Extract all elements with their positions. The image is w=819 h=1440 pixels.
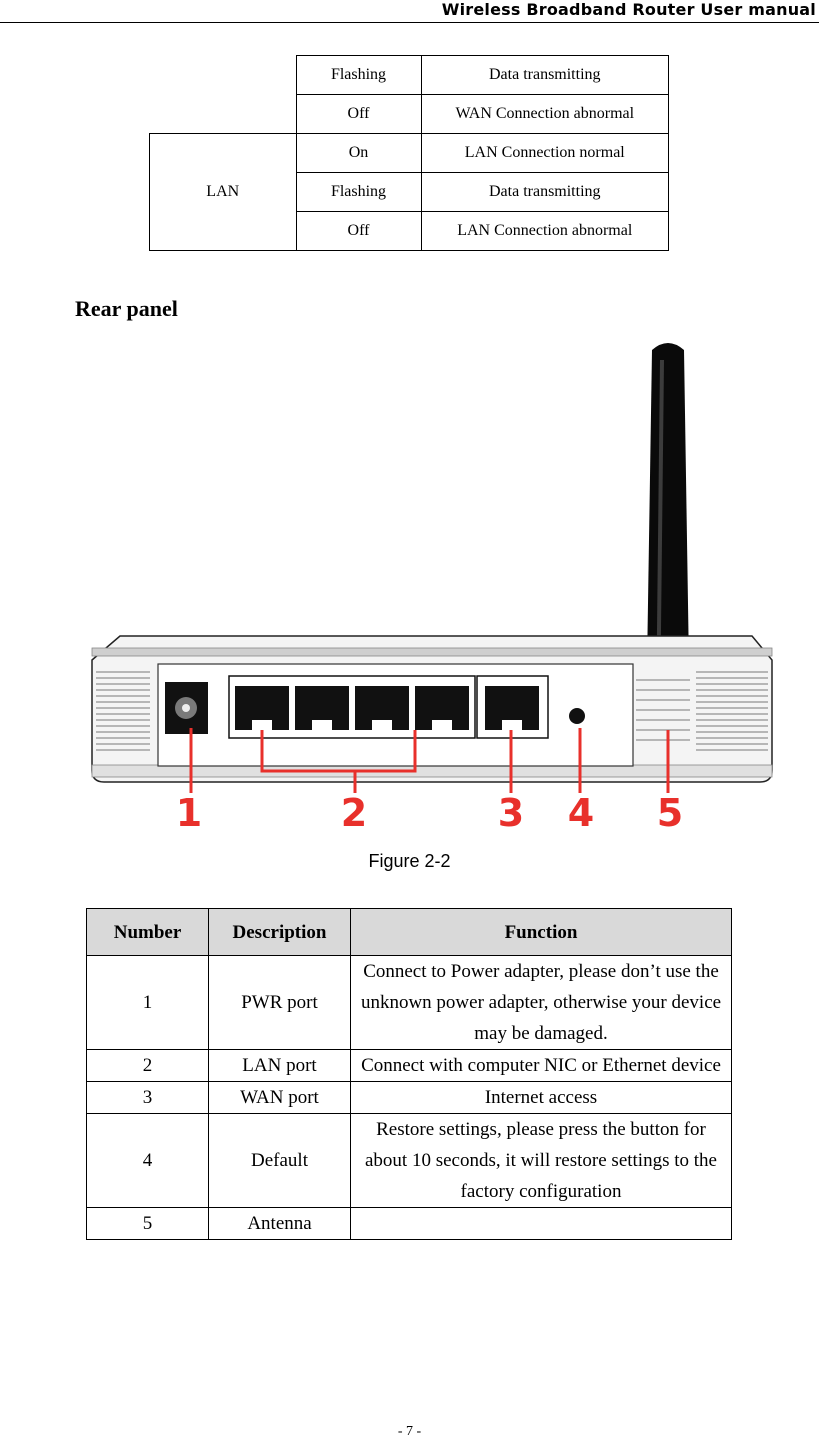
table-row: 5 Antenna	[86, 1207, 732, 1240]
wan-port	[476, 675, 549, 739]
lan-port-4	[415, 686, 469, 730]
lan-port-3	[355, 686, 409, 730]
lan-ports	[228, 675, 476, 739]
reset-button-hole	[569, 708, 585, 724]
table-row: 3 WAN port Internet access	[86, 1081, 732, 1114]
state-cell: Off	[295, 211, 422, 251]
number-cell: 2	[86, 1049, 209, 1082]
meaning-cell: LAN Connection normal	[420, 133, 669, 173]
table-row: 4 Default Restore settings, please press…	[86, 1113, 732, 1208]
function-cell	[350, 1207, 732, 1240]
number-cell: 5	[86, 1207, 209, 1240]
column-header-number: Number	[86, 908, 209, 956]
callout-number-4: 4	[568, 791, 594, 835]
indicator-cell	[149, 55, 297, 134]
description-cell: WAN port	[208, 1081, 351, 1114]
number-cell: 1	[86, 955, 209, 1050]
figure-caption: Figure 2-2	[368, 851, 451, 871]
meaning-cell: WAN Connection abnormal	[420, 94, 669, 134]
port-function-table: Number Description Function 1 PWR port C…	[86, 908, 732, 1240]
state-cell: Off	[295, 94, 422, 134]
column-header-function: Function	[350, 908, 732, 956]
function-cell: Restore settings, please press the butto…	[350, 1113, 732, 1208]
table-row: 2 LAN port Connect with computer NIC or …	[86, 1049, 732, 1082]
callout-number-1: 1	[176, 791, 202, 835]
function-cell: Internet access	[350, 1081, 732, 1114]
callout-number-2: 2	[341, 791, 367, 835]
router-rear-panel-figure: 1 2 3 4 5	[91, 343, 773, 835]
meaning-cell: Data transmitting	[420, 172, 669, 212]
indicator-cell: LAN	[149, 133, 297, 251]
number-cell: 4	[86, 1113, 209, 1208]
meaning-cell: LAN Connection abnormal	[420, 211, 669, 251]
meaning-cell: Data transmitting	[420, 55, 669, 95]
page-number: - 7 -	[397, 1424, 422, 1439]
state-cell: On	[295, 133, 422, 173]
table-row: Flashing Data transmitting	[150, 172, 669, 212]
column-header-description: Description	[208, 908, 351, 956]
description-cell: PWR port	[208, 955, 351, 1050]
table-row: Off LAN Connection abnormal	[150, 211, 669, 251]
state-cell: Flashing	[295, 172, 422, 212]
header-title: Wireless Broadband Router User manual	[441, 0, 816, 19]
description-cell: LAN port	[208, 1049, 351, 1082]
antenna-illustration	[646, 343, 690, 730]
callout-number-3: 3	[498, 791, 524, 835]
lan-port-2	[295, 686, 349, 730]
function-cell: Connect with computer NIC or Ethernet de…	[350, 1049, 732, 1082]
callout-lines	[189, 728, 670, 793]
state-cell: Flashing	[295, 55, 422, 95]
callout-number-5: 5	[657, 791, 683, 835]
table-row: Off WAN Connection abnormal	[150, 94, 669, 134]
number-cell: 3	[86, 1081, 209, 1114]
table-header-row: Number Description Function	[86, 908, 732, 956]
page-header: Wireless Broadband Router User manual	[0, 0, 819, 23]
led-status-table: Flashing Data transmitting Off WAN Conne…	[149, 55, 669, 251]
power-jack	[165, 682, 208, 734]
table-row: Flashing Data transmitting	[149, 55, 669, 134]
lan-port-1	[235, 686, 289, 730]
description-cell: Antenna	[208, 1207, 351, 1240]
function-cell: Connect to Power adapter, please don’t u…	[350, 955, 732, 1050]
table-row: 1 PWR port Connect to Power adapter, ple…	[86, 955, 732, 1050]
description-cell: Default	[208, 1113, 351, 1208]
section-heading: Rear panel	[75, 296, 178, 321]
table-row: LAN On LAN Connection normal	[149, 133, 669, 251]
